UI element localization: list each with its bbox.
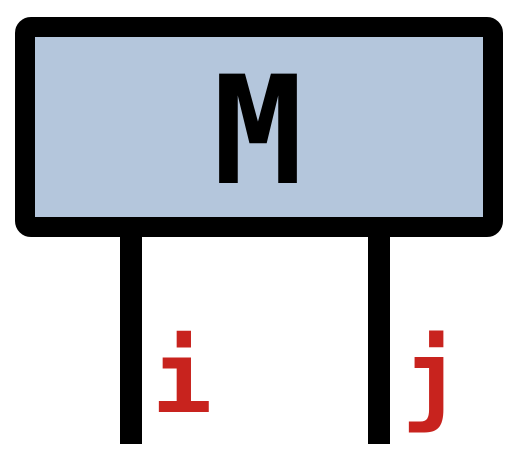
tensor-box <box>15 17 503 237</box>
index-label-i: i <box>152 319 212 436</box>
tensor-name-label: M <box>213 45 303 219</box>
index-label-j: j <box>402 319 462 436</box>
